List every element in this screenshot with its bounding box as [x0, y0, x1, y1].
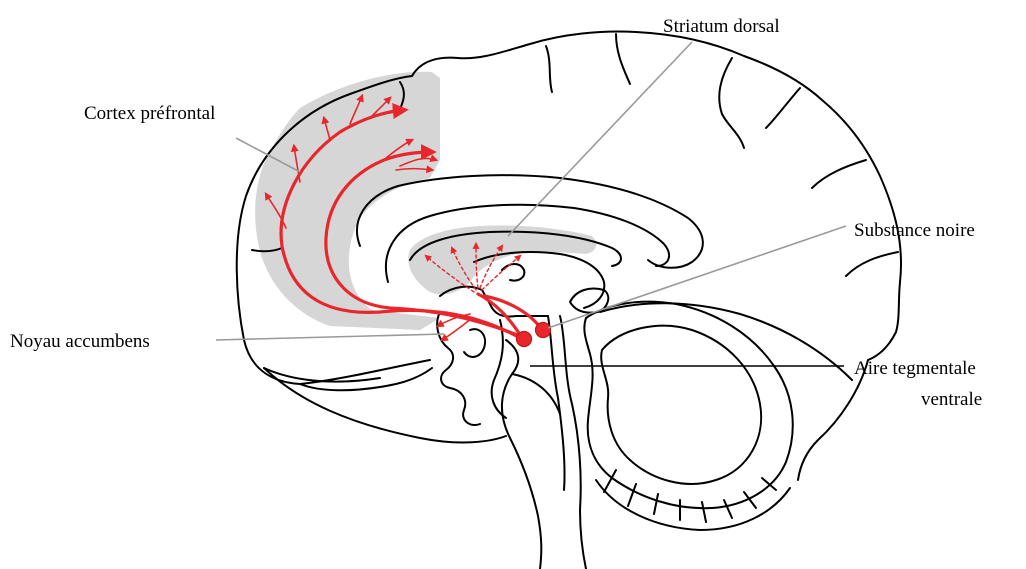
substantia-nigra-cell-body [536, 323, 551, 338]
thalamus-outline [502, 264, 524, 281]
sulcus-6 [812, 160, 866, 188]
brainstem-front-outline [502, 340, 541, 569]
pituitary-outline [464, 329, 485, 357]
sulcus-2 [546, 46, 552, 92]
tentorium-outline [600, 303, 852, 380]
label-aire-tegmentale-line1: Aire tegmentale [854, 358, 976, 379]
orbital-surface-outline [264, 368, 380, 382]
label-noyau-accumbens: Noyau accumbens [10, 331, 150, 352]
label-aire-tegmentale-line2: ventrale [921, 389, 982, 410]
aqueduct-outline [548, 316, 565, 490]
cerebellum-inner-outline [601, 326, 761, 484]
leader-striatum-dorsal [508, 42, 692, 236]
pons-outline [512, 374, 560, 414]
sulcus-3 [616, 34, 630, 84]
sulcus-4 [719, 58, 744, 148]
label-striatum-dorsal: Striatum dorsal [663, 16, 780, 37]
leader-noyau-accumbens [216, 334, 444, 340]
vta-cell-body [517, 332, 532, 347]
cerebellum-folia [604, 470, 776, 522]
label-substance-noire: Substance noire [854, 220, 975, 241]
midbrain-outline [492, 320, 506, 418]
sulcus-7 [846, 252, 898, 276]
label-cortex-prefrontal: Cortex préfrontal [84, 103, 215, 124]
sulcus-5 [766, 88, 800, 128]
